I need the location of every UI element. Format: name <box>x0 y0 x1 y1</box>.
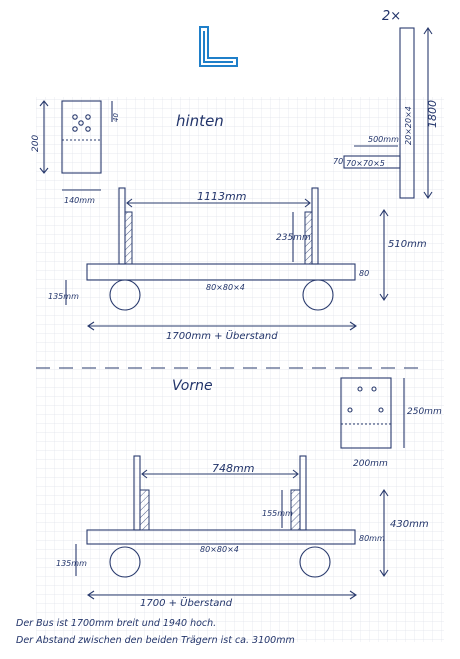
front-plate-width: 200mm <box>353 459 388 469</box>
rear-total-height: 510mm <box>388 239 427 250</box>
beam-length-label: 1800 <box>426 100 439 128</box>
front-beam-profile: 80×80×4 <box>200 545 239 554</box>
plate-width-label: 500mm <box>368 135 399 144</box>
rear-view: hinten 200 40 140mm 1113mm 235mm 80×80×4… <box>31 100 427 342</box>
rear-plate-height: 200 <box>31 135 41 152</box>
rear-span: 1113mm <box>197 190 246 203</box>
grid-paper <box>36 97 444 642</box>
count-label: 2× <box>382 9 401 24</box>
front-total-height: 430mm <box>390 519 429 530</box>
profile-label: 70×70×5 <box>346 159 385 168</box>
rear-width-label: 1700mm + Überstand <box>166 329 278 342</box>
front-span: 748mm <box>212 462 254 475</box>
front-view: Vorne 250mm 200mm 748mm 155mm 80×80×4 80… <box>56 377 442 609</box>
top-right-beam-detail: 2× 20×20×4 1800 500mm 70×70×5 70 <box>333 9 439 199</box>
rear-plate-side: 40 <box>112 113 120 122</box>
rear-title: hinten <box>176 112 224 130</box>
rear-beam-profile: 80×80×4 <box>206 283 245 292</box>
brand-logo <box>199 26 238 67</box>
note-line-1: Der Bus ist 1700mm breit und 1940 hoch. <box>16 618 216 629</box>
front-plate-height: 250mm <box>407 407 442 417</box>
rear-post-height: 235mm <box>276 233 311 243</box>
front-title: Vorne <box>172 378 213 394</box>
rear-clearance: 135mm <box>48 292 79 301</box>
front-clearance: 135mm <box>56 559 87 568</box>
beam-profile-label: 20×20×4 <box>404 106 413 145</box>
front-width-label: 1700 + Überstand <box>140 596 233 609</box>
rear-plate-width: 140mm <box>64 196 95 205</box>
rear-beam-height: 80 <box>359 269 369 278</box>
flange-label: 70 <box>333 157 343 166</box>
note-line-2: Der Abstand zwischen den beiden Trägern … <box>16 635 295 646</box>
front-beam-height: 80mm <box>359 534 385 543</box>
front-post-height: 155mm <box>262 509 293 518</box>
